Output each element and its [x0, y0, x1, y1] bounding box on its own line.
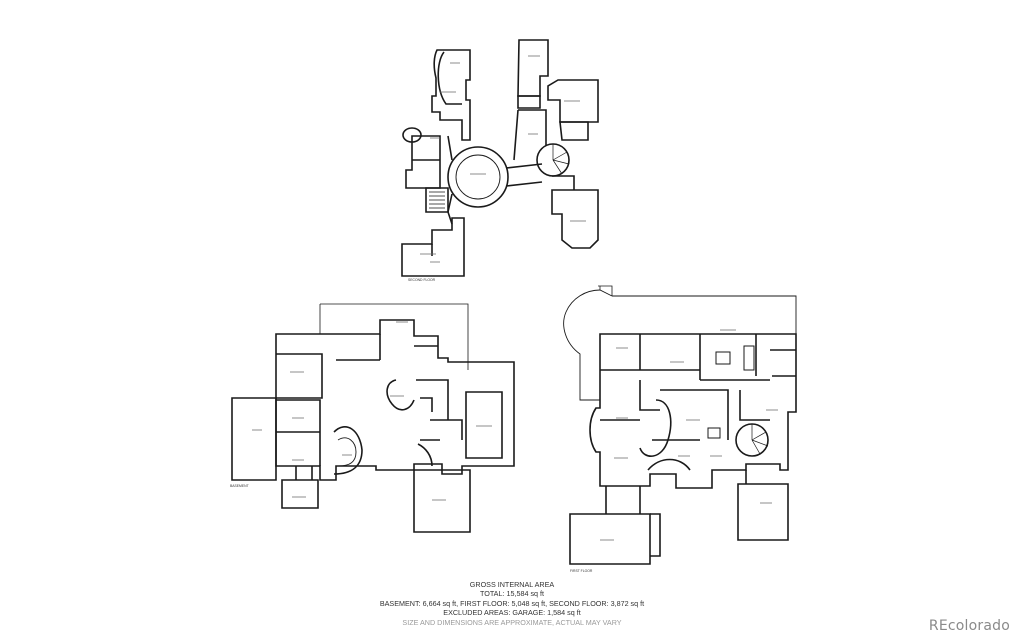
- floor-label-basement: BASEMENT: [230, 484, 249, 488]
- basement-plan: [231, 303, 515, 533]
- bath-curve: [437, 51, 462, 105]
- recolorado-watermark: REcolorado: [928, 618, 1010, 634]
- basement-rooms-mid: [276, 399, 321, 466]
- theater-inner: [337, 437, 357, 467]
- deck-arc: [563, 289, 797, 401]
- area-heading: GROSS INTERNAL AREA: [469, 580, 555, 589]
- great-room-curve: [639, 399, 672, 457]
- garage-west-apron: [650, 513, 661, 557]
- bridge: [505, 163, 543, 187]
- storage-left: [231, 397, 277, 481]
- floor-label-second: SECOND FLOOR: [408, 278, 436, 282]
- bunk-link: [295, 466, 313, 480]
- bar-curve: [386, 379, 415, 411]
- master-suite-walls: [431, 49, 471, 141]
- bedroom-east: [547, 79, 599, 123]
- first-interior: [600, 334, 770, 441]
- bunk-room: [281, 479, 319, 509]
- area-total: TOTAL: 15,584 sq ft: [479, 589, 545, 599]
- first-spiral-treads: [751, 424, 769, 455]
- corridor-left: [447, 135, 453, 225]
- bath-southeast: [552, 175, 575, 190]
- garage-west: [569, 513, 651, 565]
- tub: [402, 127, 422, 143]
- basement-main: [275, 319, 515, 481]
- bonus-room: [401, 217, 465, 277]
- stair-treads: [429, 191, 445, 209]
- bedroom-north-bath: [517, 95, 541, 109]
- second-floor-plan: [401, 39, 599, 277]
- garage-west-link: [605, 486, 641, 514]
- basement-bedroom-north: [276, 353, 323, 399]
- area-breakdown: BASEMENT: 6,664 sq ft, FIRST FLOOR: 5,04…: [379, 598, 645, 608]
- basement-interior: [336, 334, 463, 441]
- kitchen-service: [755, 334, 796, 377]
- pool: [465, 391, 503, 459]
- bedroom-north: [517, 39, 549, 97]
- rotunda: [447, 146, 509, 208]
- deck-steps: [598, 285, 613, 296]
- entry-curve: [647, 458, 691, 471]
- first-main: [589, 333, 797, 489]
- area-disclaimer: SIZE AND DIMENSIONS ARE APPROXIMATE, ACT…: [402, 617, 622, 627]
- basement-outline: [319, 303, 469, 370]
- closet-walls: [405, 135, 441, 189]
- garage-east: [737, 483, 789, 541]
- basement-garage: [413, 469, 471, 533]
- area-summary: GROSS INTERNAL AREA TOTAL: 15,584 sq ft …: [300, 580, 724, 627]
- spiral-treads: [552, 144, 570, 175]
- rotunda-inner: [455, 154, 501, 200]
- basement-stair: [417, 443, 433, 467]
- east-closet: [559, 121, 589, 141]
- theater-arc: [333, 426, 363, 475]
- kitchen-island: [715, 345, 755, 371]
- bedroom-southeast: [551, 189, 599, 249]
- gallery-walls: [513, 109, 547, 161]
- room-label-marks: [252, 55, 778, 541]
- floor-label-first: FIRST FLOOR: [570, 569, 593, 573]
- area-excluded: EXCLUDED AREAS: GARAGE: 1,584 sq ft: [443, 608, 581, 618]
- first-floor-plan: [563, 285, 797, 565]
- counter-block: [707, 427, 721, 439]
